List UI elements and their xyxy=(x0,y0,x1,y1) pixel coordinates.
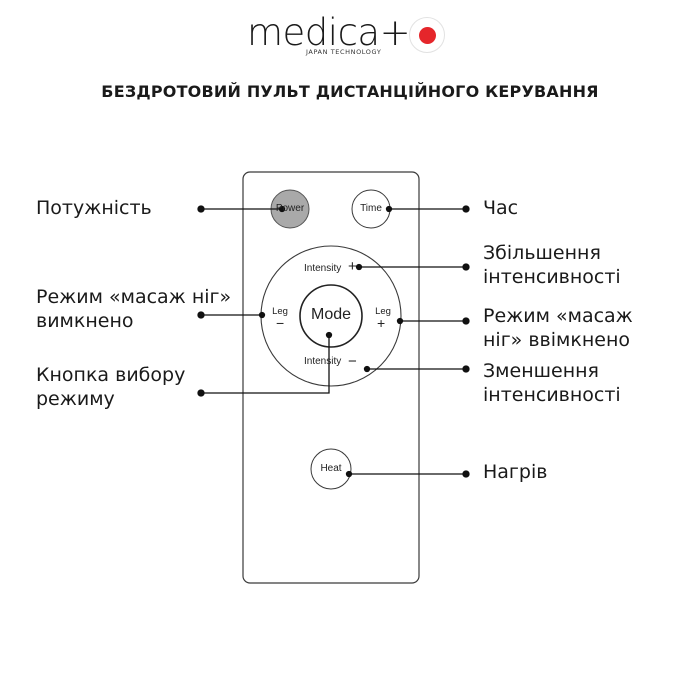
callout-intensity-down-line-2: інтенсивності xyxy=(483,384,621,406)
callout-intensity-down-line-1: Зменшення xyxy=(483,360,599,382)
callout-mode: Кнопка вибору режиму xyxy=(36,363,185,411)
mode-button[interactable]: Mode xyxy=(300,307,362,323)
callout-power: Потужність xyxy=(36,196,152,220)
callout-mode-line-2: режиму xyxy=(36,388,115,410)
leg-on-label: Leg xyxy=(375,306,391,317)
brand-logo-wordmark: medica+ xyxy=(247,11,411,54)
time-button[interactable]: Time xyxy=(352,204,390,214)
callout-heat-text: Нагрів xyxy=(483,461,548,483)
brand-badge-icon xyxy=(409,17,445,53)
power-button-label: Power xyxy=(275,203,305,214)
intensity-down-minus-icon: − xyxy=(348,353,357,370)
callout-leg-on-line-2: ніг» ввімкнено xyxy=(483,329,630,351)
leader-mode xyxy=(201,335,330,394)
callout-leg-off-line-2: вимкнено xyxy=(36,310,134,332)
callout-intensity-down: Зменшення інтенсивності xyxy=(483,359,621,407)
leg-off-label: Leg xyxy=(272,306,288,317)
leg-on-plus-icon: + xyxy=(377,315,386,331)
callout-time: Час xyxy=(483,196,518,220)
callout-mode-line-1: Кнопка вибору xyxy=(36,364,186,386)
intensity-down-label: Intensity xyxy=(304,356,342,367)
heat-button[interactable]: Heat xyxy=(311,464,351,474)
mode-button-shape xyxy=(299,284,363,348)
callout-leg-off: Режим «масаж ніг» вимкнено xyxy=(36,285,231,333)
intensity-up-plus-icon: + xyxy=(348,258,357,275)
brand-red-dot-icon xyxy=(419,27,436,44)
callout-leg-off-line-1: Режим «масаж ніг» xyxy=(36,286,232,308)
callout-heat: Нагрів xyxy=(483,460,547,484)
callout-leg-on-line-1: Режим «масаж xyxy=(483,305,633,327)
power-button[interactable]: Power xyxy=(271,204,309,214)
intensity-up-button[interactable]: Intensity xyxy=(304,264,341,274)
heat-button-shape xyxy=(310,448,352,490)
leg-off-minus-icon: − xyxy=(276,315,285,331)
page-title: БЕЗДРОТОВИЙ ПУЛЬТ ДИСТАНЦІЙНОГО КЕРУВАНН… xyxy=(101,82,599,101)
intensity-up-label: Intensity xyxy=(304,263,342,274)
callout-power-text: Потужність xyxy=(36,197,152,219)
callout-intensity-up: Збільшення інтенсивності xyxy=(483,241,621,289)
intensity-down-button[interactable]: Intensity xyxy=(304,357,341,367)
callout-time-text: Час xyxy=(483,197,519,219)
heat-button-label: Heat xyxy=(320,463,342,474)
callout-intensity-up-line-2: інтенсивності xyxy=(483,266,621,288)
leg-off-button[interactable]: Leg xyxy=(270,307,290,317)
leg-on-button[interactable]: Leg xyxy=(371,307,395,317)
brand-tagline: JAPAN TECHNOLOGY xyxy=(306,48,382,56)
time-button-label: Time xyxy=(360,203,382,214)
callout-leg-on: Режим «масаж ніг» ввімкнено xyxy=(483,304,633,352)
mode-button-label: Mode xyxy=(310,306,352,323)
callout-intensity-up-line-1: Збільшення xyxy=(483,242,601,264)
